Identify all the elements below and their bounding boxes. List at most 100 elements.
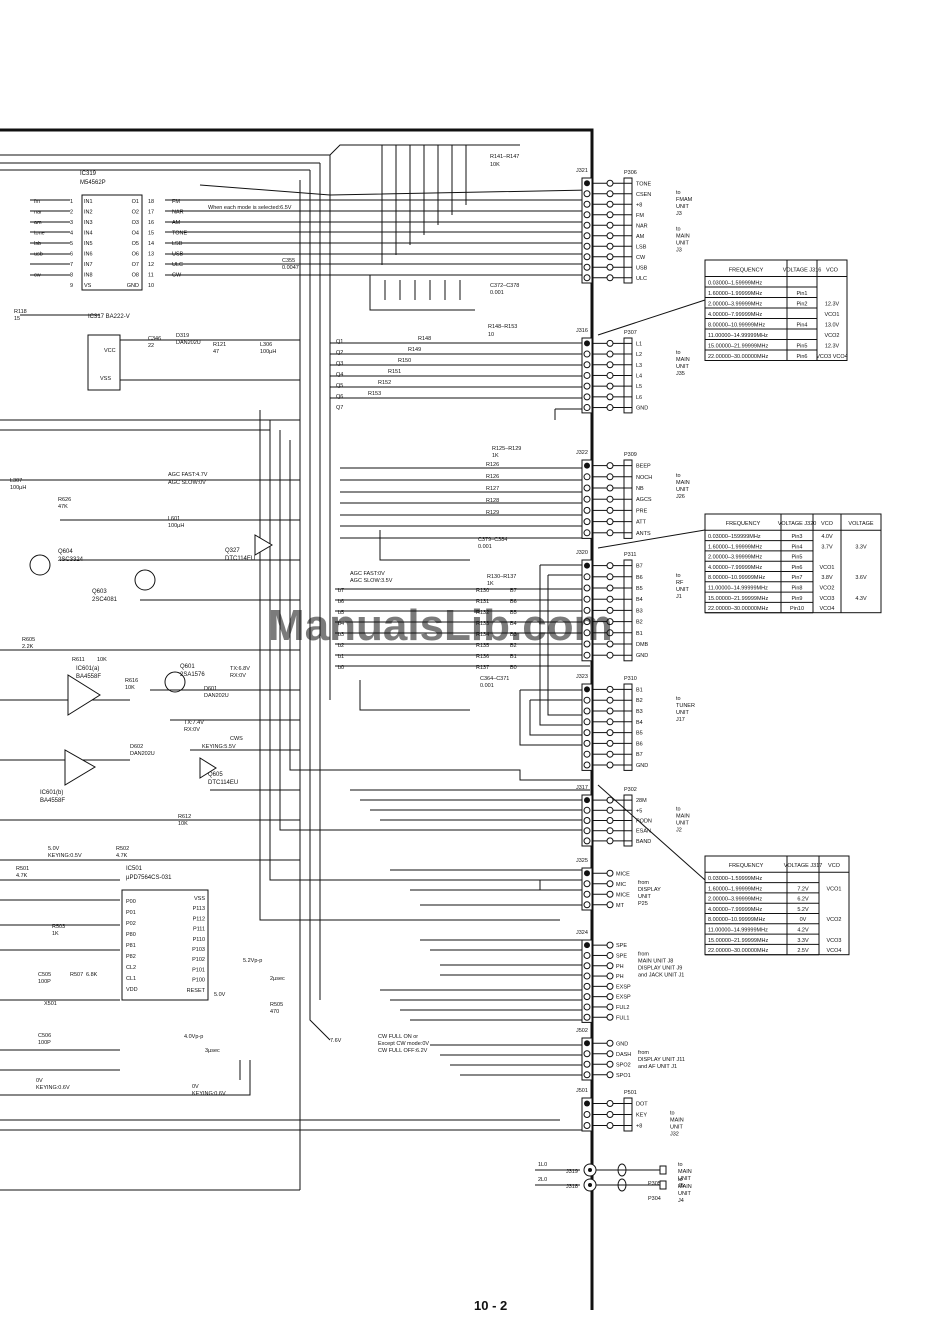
j316-destination: to bbox=[676, 350, 681, 356]
t320-cell: VCO2 bbox=[820, 586, 835, 592]
j317-pin-label: PODN bbox=[636, 819, 652, 825]
ic319-input-usb: usb bbox=[34, 252, 43, 258]
j320-ref: J320 bbox=[576, 550, 588, 556]
ic319-pin-in7: IN7 bbox=[84, 262, 93, 268]
ic501-pin-p80: P80 bbox=[126, 932, 136, 938]
j316-pin bbox=[583, 404, 591, 412]
ic319-pin-o5: O5 bbox=[132, 241, 139, 247]
j322-destination: UNIT bbox=[676, 487, 689, 493]
j321-header bbox=[581, 177, 593, 284]
board-frame bbox=[0, 128, 594, 1310]
c506-label: C506 bbox=[38, 1033, 51, 1039]
ic319-part: M54562P bbox=[80, 180, 106, 186]
j324-destination: from bbox=[638, 951, 649, 957]
j324-pin-label: EXSP bbox=[616, 984, 631, 990]
j322-pin-label: ANTS bbox=[636, 531, 651, 537]
ic501-pin-p02: P02 bbox=[126, 921, 136, 927]
j320-b-label: b0 bbox=[338, 665, 344, 671]
q605-ref: Q605 bbox=[208, 772, 223, 778]
tx2-label: TX:7.4V bbox=[184, 720, 204, 726]
j316-ref: J316 bbox=[576, 328, 588, 334]
j316-pin-label: GND bbox=[636, 406, 648, 412]
t317-cell: VCO2 bbox=[827, 917, 842, 923]
r121-label: R121 bbox=[213, 342, 226, 348]
j317-pin-label: +5 bbox=[636, 808, 642, 814]
ic501-part: µPD7564CS-031 bbox=[126, 875, 172, 881]
j319-coax-core bbox=[588, 1168, 592, 1172]
j321-pin-hole bbox=[606, 190, 614, 198]
j325-pin bbox=[583, 901, 591, 909]
j320-pin bbox=[583, 573, 591, 581]
j325-pin-label: MIC bbox=[616, 882, 626, 888]
j324-pin-label: SPE bbox=[616, 953, 627, 959]
j320-br-label: B3 bbox=[510, 632, 517, 638]
ic319-pin-num: 1 bbox=[70, 199, 73, 205]
j323-pin-label: B5 bbox=[636, 731, 643, 737]
t320-cell: VCO4 bbox=[820, 606, 835, 612]
t317-cell: 4.2V bbox=[797, 928, 809, 934]
ic601a-part: BA4558F bbox=[76, 674, 101, 680]
q603-part: 2SC4081 bbox=[92, 597, 118, 603]
j320-destination: UNIT bbox=[676, 587, 689, 593]
j318-plug-ref: P304 bbox=[648, 1196, 661, 1202]
j323-pin-hole bbox=[606, 750, 614, 758]
j317-pin-hole bbox=[606, 837, 614, 845]
j323-pin-label: B3 bbox=[636, 709, 643, 715]
ic319-box bbox=[81, 194, 143, 291]
j321-pin-hole bbox=[606, 274, 614, 282]
ic319-pin-num: 11 bbox=[148, 273, 154, 279]
j317-pin-hole bbox=[606, 806, 614, 814]
t316-cell: 2.00000–3.99999MHz bbox=[708, 301, 762, 307]
t320-cell: 1.60000–1.99999MHz bbox=[708, 544, 762, 550]
j320-destination: J1 bbox=[676, 594, 682, 600]
j323-pin bbox=[583, 750, 591, 758]
d602-value: DAN202U bbox=[130, 751, 155, 757]
ic317-ref: IC317 BA222-V bbox=[88, 314, 130, 320]
ic319-pin-in8: IN8 bbox=[84, 273, 93, 279]
j316-pin bbox=[583, 371, 591, 379]
ic319-output-cw: CW bbox=[172, 273, 182, 279]
t317-cell: 0.03000–1.59999MHz bbox=[708, 876, 762, 882]
t317-header: VOLTAGE J317 bbox=[784, 863, 823, 869]
q601-ref: Q601 bbox=[180, 664, 195, 670]
j320-pin-label: B7 bbox=[636, 564, 643, 570]
j320-pin-label: B4 bbox=[636, 597, 643, 603]
j322-pin bbox=[583, 518, 591, 526]
r141-value: 10K bbox=[490, 162, 500, 168]
j323-pin-hole bbox=[606, 739, 614, 747]
j316-q-label: Q4 bbox=[336, 372, 343, 378]
j323-pin-label: GND bbox=[636, 763, 648, 769]
r148-value: 10 bbox=[488, 332, 494, 338]
j321-pin bbox=[583, 221, 591, 229]
j320-pin bbox=[584, 562, 590, 569]
j324-pin bbox=[583, 982, 591, 990]
j323-plug-ref: P310 bbox=[624, 676, 637, 682]
j322-pin-label: NOCH bbox=[636, 475, 652, 481]
ic501-pins: P00P01P02P80P81P82CL2CL1VDDVSSP113P112P1… bbox=[126, 896, 206, 994]
r148-label: R148–R153 bbox=[488, 324, 517, 330]
j325-pin-hole bbox=[606, 890, 614, 898]
j316-destination: UNIT bbox=[676, 364, 689, 370]
j501-destination: to bbox=[670, 1111, 675, 1117]
ic501-pin-p110: P110 bbox=[193, 937, 205, 943]
j324-pin-label: FUL2 bbox=[616, 1005, 629, 1011]
j323-pin bbox=[583, 718, 591, 726]
j319-destination: to bbox=[678, 1162, 683, 1168]
j323-header bbox=[581, 683, 593, 771]
c364-label: C364–C371 bbox=[480, 676, 509, 682]
r503-value: 1K bbox=[52, 931, 59, 937]
j323-pin-hole bbox=[606, 761, 614, 769]
ic319-output-lsb: LSB bbox=[172, 241, 183, 247]
t320-cell: VCO1 bbox=[820, 565, 835, 571]
j320-pin-label: DMB bbox=[636, 642, 649, 648]
j324-header bbox=[581, 939, 593, 1023]
j322-pin-label: NB bbox=[636, 486, 644, 492]
q605-part: DTC114EU bbox=[208, 780, 238, 786]
j325-pin-hole bbox=[606, 869, 614, 877]
ic501-pin-p102: P102 bbox=[192, 957, 205, 963]
c505-value: 100P bbox=[38, 979, 51, 985]
j320-pin-hole bbox=[606, 573, 614, 581]
